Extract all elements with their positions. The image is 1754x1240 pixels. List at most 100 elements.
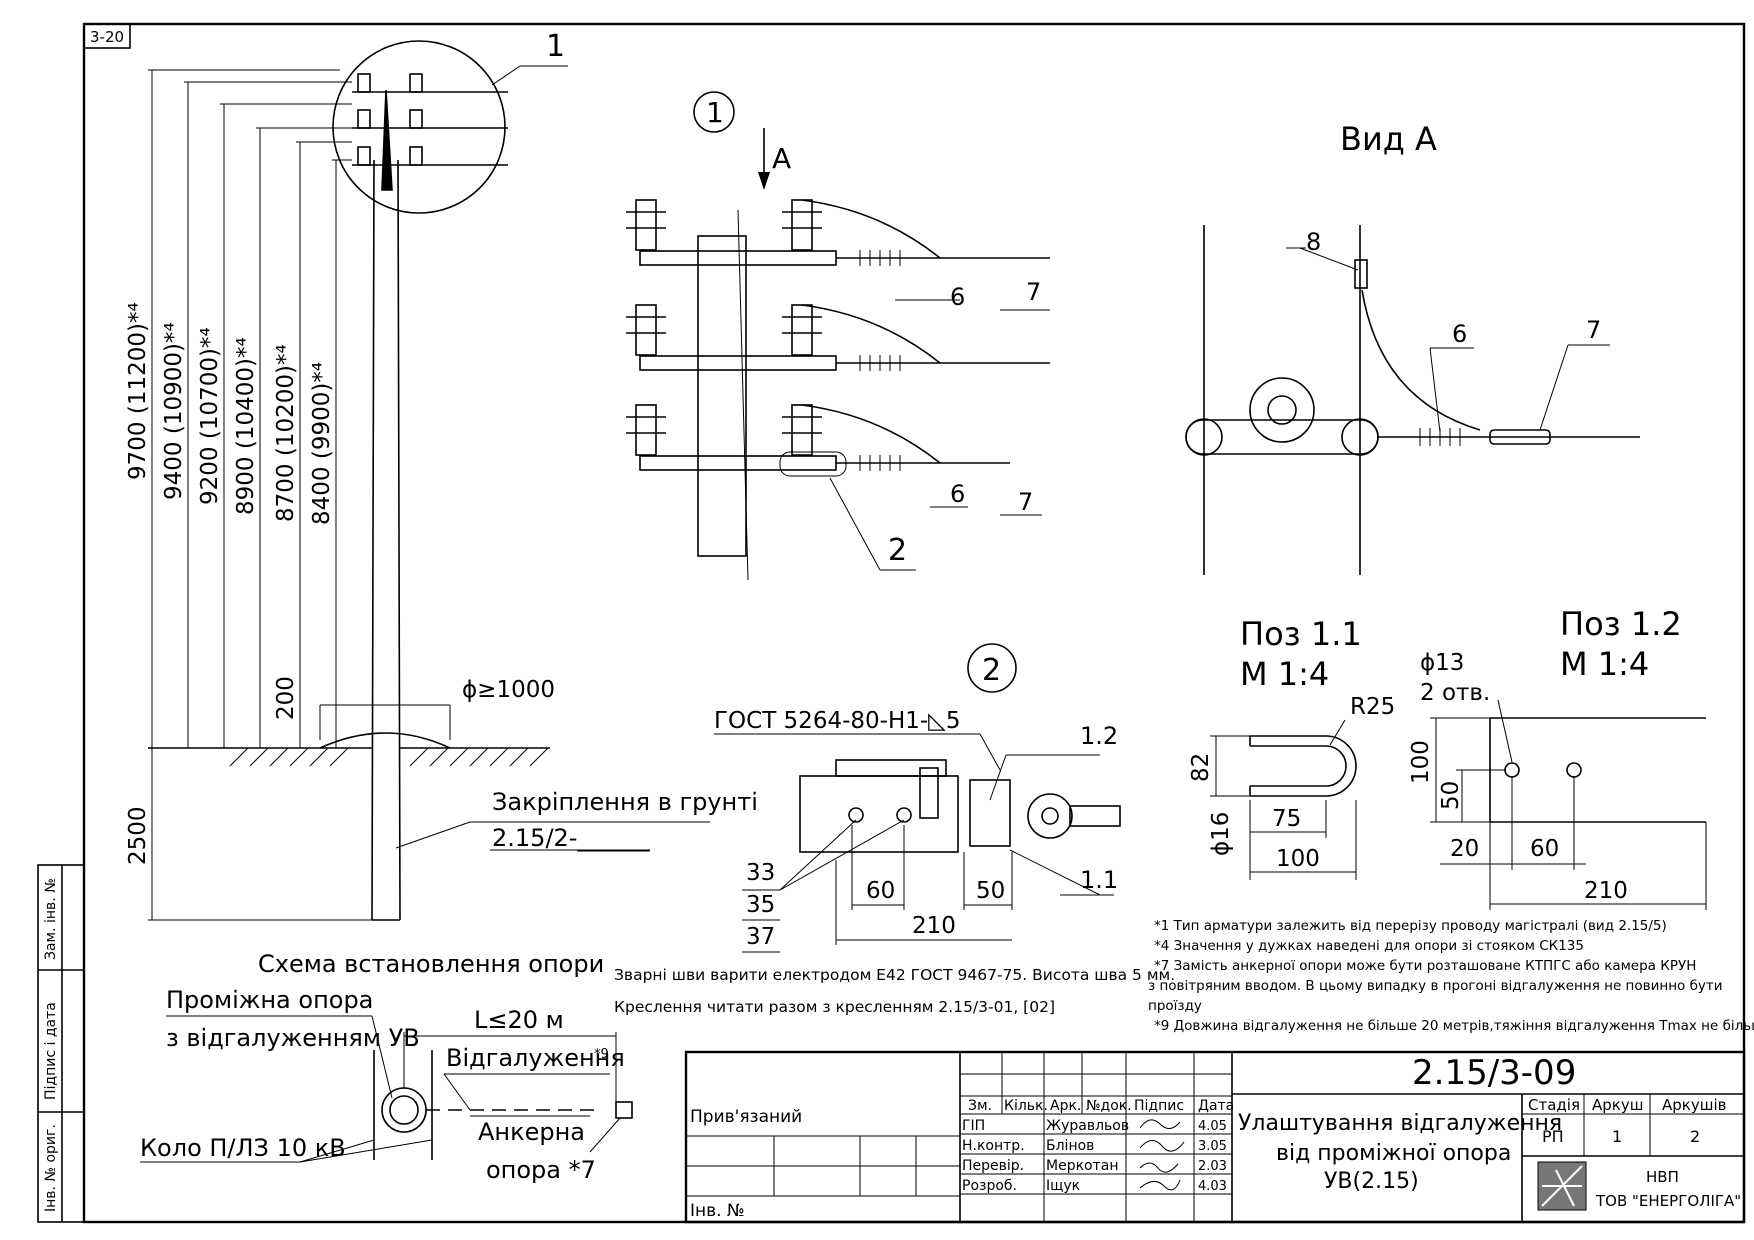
pos12-w2: 60: [1530, 836, 1559, 862]
tb-sheets-h: Аркушів: [1662, 1096, 1726, 1114]
dim-60: 60: [866, 878, 895, 904]
tb-code: 2.15/3-09: [1412, 1053, 1576, 1093]
pos-12-label: 1.2: [1080, 722, 1118, 750]
dim-50: 50: [976, 878, 1005, 904]
view-a-title: Вид А: [1340, 120, 1437, 158]
tb-h-zm: Зм.: [968, 1098, 992, 1114]
tb-stage-h: Стадія: [1528, 1096, 1580, 1114]
detail-1-label: 1: [706, 96, 724, 129]
weld-note: ГОСТ 5264-80-Н1-◺5: [714, 708, 961, 734]
callout-6a: 6: [950, 283, 965, 311]
note-1: *1 Тип арматури залежить від перерізу пр…: [1154, 918, 1667, 934]
tb-name-4: Іщук: [1046, 1178, 1080, 1194]
notes: *1 Тип арматури залежить від перерізу пр…: [1148, 918, 1754, 1034]
signatures: [1139, 1119, 1185, 1191]
height-dim-3: 9200 (10700)*⁴: [197, 327, 223, 505]
pos11-title: Поз 1.1: [1240, 615, 1362, 653]
scheme-intermediate-1: Проміжна опора: [166, 986, 373, 1014]
weld-text: Зварні шви варити електродом Е42 ГОСТ 94…: [614, 966, 1175, 984]
read-with-text: Креслення читати разом з кресленням 2.15…: [614, 998, 1055, 1016]
pos11-w1: 75: [1272, 806, 1301, 832]
note-3: *7 Замість анкерної опори може бути розт…: [1154, 958, 1696, 974]
tb-date-1: 4.05: [1198, 1119, 1227, 1134]
tb-name-1: Журавльов: [1046, 1118, 1129, 1134]
sheet-code: 3-20: [90, 28, 124, 46]
tb-sheet-h: Аркуш: [1592, 1096, 1643, 1114]
suspension-strings: [859, 250, 901, 471]
note-5: проїзду: [1148, 998, 1202, 1014]
callout-7b: 7: [1018, 488, 1033, 516]
note-6: *9 Довжина відгалуження не більше 20 мет…: [1154, 1018, 1754, 1034]
note-2: *4 Значення у дужках наведені для опори …: [1154, 938, 1584, 954]
height-dim-2: 9400 (10900)*⁴: [161, 322, 187, 500]
pos12-w1: 20: [1450, 836, 1479, 862]
detail-2-dims: 60 50 210 33 35 37: [742, 819, 1013, 953]
callout-1-circle: [332, 40, 506, 214]
scheme-circuit: Коло П/ЛЗ 10 кВ: [140, 1134, 346, 1162]
soil-label: Закріплення в грунті: [492, 788, 758, 816]
part-37: 37: [746, 924, 775, 950]
insulators: [626, 199, 822, 456]
base-dim: 200: [273, 676, 299, 720]
tb-date-3: 2.03: [1198, 1159, 1227, 1174]
view-arrow-a: А: [772, 142, 791, 175]
tb-title-3: УВ(2.15): [1324, 1169, 1419, 1194]
tb-h-sign: Підпис: [1134, 1098, 1184, 1114]
tb-name-2: Блінов: [1046, 1138, 1094, 1154]
tb-company-1: НВП: [1646, 1168, 1679, 1186]
scheme-length: L≤20 м: [474, 1006, 564, 1034]
part-33: 33: [746, 860, 775, 886]
tb-h-kilk: Кільк.: [1004, 1098, 1048, 1114]
tb-title-1: Улаштування відгалуження: [1238, 1111, 1562, 1136]
scheme-branch-note: *9: [594, 1047, 609, 1062]
height-dim-1: 9700 (11200)*⁴: [125, 302, 151, 480]
pos12-hole: ϕ13: [1420, 650, 1464, 676]
height-dim-4: 8900 (10400)*⁴: [233, 337, 259, 515]
side-zam: Зам. інв. №: [43, 878, 59, 960]
tb-role-1: ГІП: [962, 1118, 985, 1134]
tb-date-4: 4.03: [1198, 1179, 1227, 1194]
callout-1: 1: [546, 29, 565, 64]
pole-elevation: 1 9700 (11200)*⁴: [125, 29, 758, 921]
callout-7c: 7: [1586, 316, 1601, 344]
side-stamp: Зам. інв. № Підпис і дата Інв. № ориг.: [37, 864, 85, 1223]
pos11-r: R25: [1350, 694, 1395, 720]
tb-company-2: ТОВ "ЕНЕРГОЛІГА": [1595, 1192, 1741, 1210]
side-sign: Підпис і дата: [43, 1002, 59, 1100]
height-dimensions: 9700 (11200)*⁴ 9400 (10900)*⁴ 9200 (1070…: [125, 69, 555, 921]
tb-h-ark: Арк.: [1050, 1098, 1081, 1114]
tb-role-3: Перевір.: [962, 1158, 1024, 1174]
pos12-w3: 210: [1584, 878, 1628, 904]
callout-6c: 6: [1452, 320, 1467, 348]
pos11-dia: ϕ16: [1208, 812, 1234, 856]
pole-top-crossarms: [352, 73, 508, 191]
callout-2b: 2: [888, 533, 907, 568]
pos-11-label: 1.1: [1080, 866, 1118, 894]
part-35: 35: [746, 892, 775, 918]
scheme-anchor-1: Анкерна: [478, 1118, 585, 1146]
tb-name-3: Меркотан: [1046, 1158, 1119, 1174]
note-4: з повітряним вводом. В цьому випадку в п…: [1148, 978, 1723, 994]
pos12-h: 100: [1408, 740, 1434, 784]
scheme-intermediate-2: з відгалуженням УВ: [166, 1024, 420, 1052]
height-dim-6: 8400 (9900)*⁴: [309, 362, 335, 525]
tb-date-2: 3.05: [1198, 1139, 1227, 1154]
pos12-h2: 50: [1438, 781, 1464, 810]
tb-stage: РП: [1542, 1127, 1564, 1146]
scheme-branch: Відгалуження: [446, 1044, 625, 1072]
side-inv: Інв. № ориг.: [43, 1124, 59, 1212]
sheet-code-box: [83, 23, 131, 49]
soil-ref: 2.15/2-______: [492, 824, 650, 852]
tb-attached: Прив'язаний: [690, 1107, 802, 1127]
pos12-holes: 2 отв.: [1420, 680, 1490, 706]
pos11-h: 82: [1188, 753, 1214, 782]
dim-210: 210: [912, 913, 956, 939]
tb-h-doc: №док.: [1086, 1098, 1132, 1114]
tb-sheet: 1: [1612, 1127, 1622, 1146]
scheme-title: Схема встановлення опори: [258, 950, 604, 978]
tb-sheets: 2: [1690, 1127, 1700, 1146]
depth-dim: 2500: [125, 806, 151, 865]
ground-hatch: [229, 747, 549, 767]
detail-1: 1 А: [626, 91, 1050, 581]
